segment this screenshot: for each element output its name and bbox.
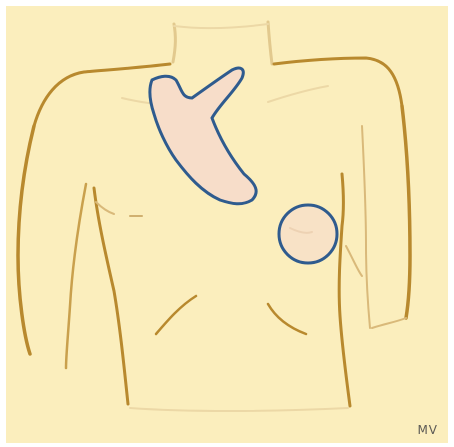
left-side-torso <box>94 188 128 404</box>
neck-right-edge <box>268 22 272 64</box>
left-arm-outer <box>18 126 34 354</box>
drawing-canvas: MV <box>6 6 448 443</box>
neck-left-edge <box>173 24 175 62</box>
torso-drawing <box>6 6 448 443</box>
waist-line <box>130 408 348 411</box>
clavicle-right <box>268 86 328 102</box>
right-arm-inner <box>362 126 370 328</box>
left-pectoral-curve <box>156 296 196 334</box>
right-wrist <box>372 318 406 328</box>
artist-signature: MV <box>417 423 438 437</box>
right-shoulder-line <box>274 58 402 106</box>
right-pectoral-curve <box>268 304 306 334</box>
chest-circle-marker <box>279 205 337 263</box>
right-underarm-line <box>346 246 362 276</box>
right-arm-outer <box>402 106 410 318</box>
neck-top <box>174 24 268 28</box>
right-side-torso <box>339 174 350 406</box>
clavicle-region-marker <box>150 68 256 204</box>
left-arm-inner <box>66 184 86 368</box>
